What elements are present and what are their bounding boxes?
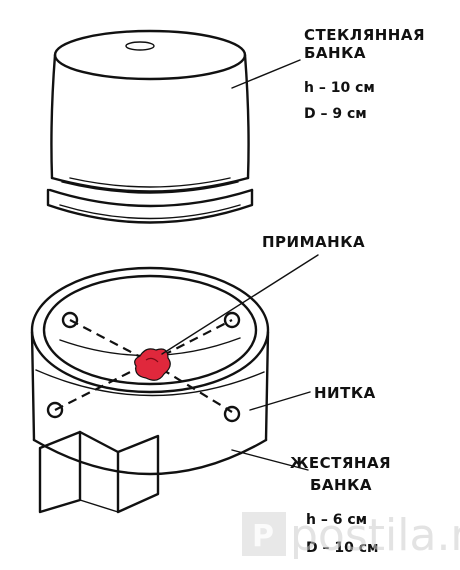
watermark-logo-icon bbox=[242, 512, 286, 556]
glass-jar-name-line2: БАНКА bbox=[304, 44, 366, 62]
glass-jar-height: h – 10 см bbox=[304, 80, 375, 96]
watermark-text: postila.ru bbox=[290, 510, 460, 561]
glass-jar-name-line1: СТЕКЛЯННАЯ bbox=[304, 26, 425, 44]
tin-can-name-line2: БАНКА bbox=[310, 476, 372, 494]
tin-can-name-line1: ЖЕСТЯНАЯ bbox=[290, 454, 391, 472]
tin-can-label: ЖЕСТЯНАЯ БАНКА h – 6 см D – 10 см bbox=[290, 454, 391, 556]
can-flaps bbox=[38, 430, 160, 514]
glass-jar-diameter: D – 9 см bbox=[304, 106, 367, 122]
bait-label: ПРИМАНКА bbox=[262, 233, 365, 251]
thread-knobs bbox=[46, 311, 241, 423]
glass-jar-label: СТЕКЛЯННАЯ БАНКА h – 10 см D – 9 см bbox=[304, 26, 425, 122]
tin-can bbox=[30, 266, 270, 476]
tin-can-diameter: D – 10 см bbox=[306, 540, 378, 556]
leader-lines bbox=[161, 59, 319, 471]
watermark-logo-letter: P bbox=[252, 519, 274, 554]
watermark: P postila.ru bbox=[242, 510, 460, 561]
glass-jar bbox=[46, 29, 254, 224]
bait-blob bbox=[134, 348, 171, 381]
tin-can-height: h – 6 см bbox=[306, 512, 367, 528]
thread-label: НИТКА bbox=[314, 384, 376, 402]
